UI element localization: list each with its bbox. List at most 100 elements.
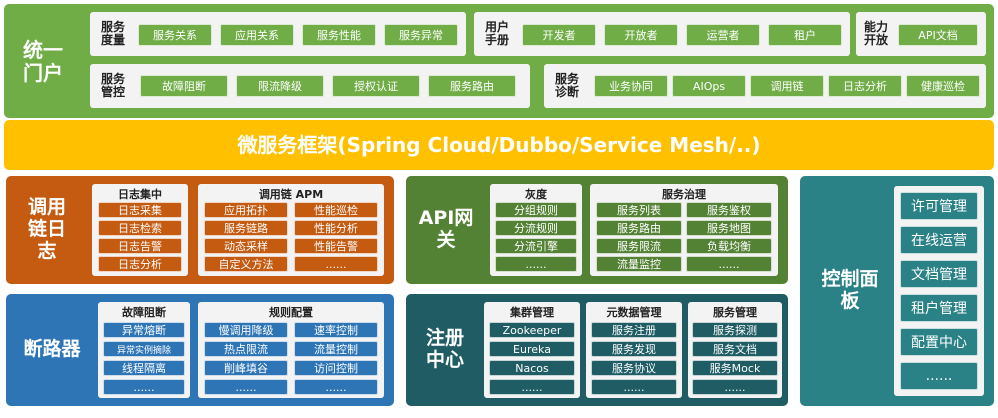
svc-service-probe[interactable]: 服务探测: [692, 322, 778, 338]
apm-perf-alert[interactable]: 性能告警: [294, 238, 378, 254]
portal-group-label: 用户手册: [484, 19, 509, 47]
apm-topology[interactable]: 应用拓扑: [204, 202, 288, 218]
tracing-title: 调用链日志: [27, 196, 66, 262]
portal-group-label: 能力开放: [863, 19, 888, 47]
gov-service-auth[interactable]: 服务鉴权: [686, 202, 772, 218]
control-more[interactable]: ......: [900, 362, 978, 390]
portal-section: 统一门户 服务度量 服务关系 应用关系 服务性能 服务异常 用户手册 开发者 开…: [4, 4, 994, 118]
apm-custom-method[interactable]: 自定义方法: [204, 256, 288, 272]
apm-dynamic-sampling[interactable]: 动态采样: [204, 238, 288, 254]
cluster-eureka[interactable]: Eureka: [489, 341, 575, 357]
portal-item-biz-collab[interactable]: 业务协同: [594, 75, 668, 97]
portal-item-health-check[interactable]: 健康巡检: [906, 75, 980, 97]
rule-slow-degrade[interactable]: 慢调用降级: [204, 322, 288, 338]
portal-item-log-analysis[interactable]: 日志分析: [828, 75, 902, 97]
portal-item-opener[interactable]: 开放者: [604, 24, 678, 46]
registry-title: 注册中心: [425, 327, 464, 371]
gray-split-engine[interactable]: 分流引擎: [495, 238, 577, 254]
gov-service-route[interactable]: 服务路由: [596, 220, 682, 236]
portal-group-control: 服务管控 故障阻断 限流降级 授权认证 服务路由: [90, 64, 530, 108]
meta-service-register[interactable]: 服务注册: [591, 322, 677, 338]
control-list: [894, 186, 984, 396]
fault-instance-removal[interactable]: 异常实例摘除: [103, 341, 185, 357]
rule-rate-control[interactable]: 速率控制: [294, 322, 378, 338]
gray-group-rule[interactable]: 分组规则: [495, 202, 577, 218]
gray-group-header: 灰度: [525, 188, 547, 201]
portal-item-developer[interactable]: 开发者: [522, 24, 596, 46]
portal-group-diagnosis: 服务诊断 业务协同 AIOps 调用链 日志分析 健康巡检: [544, 64, 986, 108]
portal-group-label: 服务诊断: [554, 71, 579, 99]
control-tenant[interactable]: 租户管理: [900, 294, 978, 322]
fault-thread-isolation[interactable]: 线程隔离: [103, 360, 185, 376]
apm-perf-analysis[interactable]: 性能分析: [294, 220, 378, 236]
portal-item-service-performance[interactable]: 服务性能: [302, 24, 376, 46]
control-docs[interactable]: 文档管理: [900, 260, 978, 288]
control-online-ops[interactable]: 在线运营: [900, 226, 978, 254]
cluster-zookeeper[interactable]: Zookeeper: [489, 322, 575, 338]
log-alert[interactable]: 日志告警: [98, 238, 182, 254]
meta-service-discovery[interactable]: 服务发现: [591, 341, 677, 357]
portal-item-aiops[interactable]: AIOps: [672, 75, 746, 97]
apm-perf-inspect[interactable]: 性能巡检: [294, 202, 378, 218]
portal-item-tenant[interactable]: 租户: [768, 24, 842, 46]
apm-service-link[interactable]: 服务链路: [204, 220, 288, 236]
portal-item-operator[interactable]: 运营者: [686, 24, 760, 46]
fault-group-header: 故障阻断: [122, 306, 166, 319]
svc-more[interactable]: ......: [692, 379, 778, 395]
portal-item-service-relation[interactable]: 服务关系: [138, 24, 212, 46]
svc-service-mock[interactable]: 服务Mock: [692, 360, 778, 376]
gov-service-map[interactable]: 服务地图: [686, 220, 772, 236]
portal-item-rate-limit[interactable]: 限流降级: [236, 75, 324, 97]
rule-hotspot-limit[interactable]: 热点限流: [204, 341, 288, 357]
portal-item-routing[interactable]: 服务路由: [428, 75, 516, 97]
svc-service-doc[interactable]: 服务文档: [692, 341, 778, 357]
portal-group-label: 服务管控: [100, 71, 125, 99]
portal-item-call-chain[interactable]: 调用链: [750, 75, 824, 97]
rule-access-control[interactable]: 访问控制: [294, 360, 378, 376]
log-analysis[interactable]: 日志分析: [98, 256, 182, 272]
gov-load-balance[interactable]: 负载均衡: [686, 238, 772, 254]
apm-more[interactable]: ......: [294, 256, 378, 272]
cluster-nacos[interactable]: Nacos: [489, 360, 575, 376]
log-collect[interactable]: 日志采集: [98, 202, 182, 218]
framework-title: 微服务框架(Spring Cloud/Dubbo/Service Mesh/..…: [237, 132, 761, 157]
gov-traffic-monitor[interactable]: 流量监控: [596, 256, 682, 272]
rule-more-2[interactable]: ......: [294, 379, 378, 395]
control-license[interactable]: 许可管理: [900, 192, 978, 220]
gray-split-rule[interactable]: 分流规则: [495, 220, 577, 236]
portal-item-service-exception[interactable]: 服务异常: [384, 24, 458, 46]
rule-flow-control[interactable]: 流量控制: [294, 341, 378, 357]
rule-more-1[interactable]: ......: [204, 379, 288, 395]
rule-peak-shaving[interactable]: 削峰填谷: [204, 360, 288, 376]
gov-rate-limit[interactable]: 服务限流: [596, 238, 682, 254]
registry-section: 注册中心 集群管理 Zookeeper Eureka Nacos ...... …: [406, 294, 788, 406]
tracing-section: 调用链日志 日志集中 日志采集 日志检索 日志告警 日志分析 调用链 APM 应…: [6, 176, 394, 284]
log-group-header: 日志集中: [118, 188, 162, 201]
fault-exception-fuse[interactable]: 异常熔断: [103, 322, 185, 338]
cluster-group-header: 集群管理: [510, 306, 554, 319]
portal-item-api-doc[interactable]: API文档: [898, 24, 978, 46]
portal-title: 统一门户: [23, 38, 63, 85]
gateway-section: API网关 灰度 分组规则 分流规则 分流引擎 ...... 服务治理 服务列表…: [406, 176, 788, 284]
portal-group-metrics: 服务度量 服务关系 应用关系 服务性能 服务异常: [90, 12, 466, 56]
cluster-more[interactable]: ......: [489, 379, 575, 395]
meta-more[interactable]: ......: [591, 379, 677, 395]
log-search[interactable]: 日志检索: [98, 220, 182, 236]
control-config-center[interactable]: 配置中心: [900, 328, 978, 356]
portal-item-auth[interactable]: 授权认证: [332, 75, 420, 97]
control-section: 控制面板 许可管理 在线运营 文档管理 租户管理 配置中心 ......: [800, 176, 994, 406]
portal-item-fault-block[interactable]: 故障阻断: [140, 75, 228, 97]
apm-group-header: 调用链 APM: [258, 188, 324, 201]
fault-more[interactable]: ......: [103, 379, 185, 395]
control-title: 控制面板: [821, 268, 879, 312]
rule-group-header: 规则配置: [269, 306, 313, 319]
portal-group-label: 服务度量: [100, 19, 125, 47]
gateway-title: API网关: [418, 207, 474, 251]
gray-more[interactable]: ......: [495, 256, 577, 272]
breaker-title: 断路器: [23, 338, 81, 361]
gov-more[interactable]: ......: [686, 256, 772, 272]
portal-item-app-relation[interactable]: 应用关系: [220, 24, 294, 46]
gov-service-list[interactable]: 服务列表: [596, 202, 682, 218]
gov-group-header: 服务治理: [662, 188, 706, 201]
meta-service-protocol[interactable]: 服务协议: [591, 360, 677, 376]
